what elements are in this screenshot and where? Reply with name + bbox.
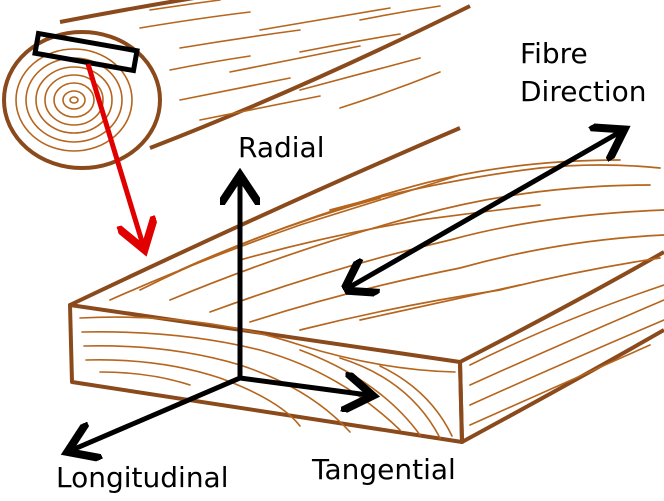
fibre-label-line1: Fibre <box>520 37 588 70</box>
log-illustration <box>2 0 471 170</box>
board-front-bottom-edge <box>461 328 664 444</box>
axis-system <box>72 132 620 450</box>
tangential-label: Tangential <box>312 453 456 486</box>
board-corner-edge <box>458 361 464 443</box>
longitudinal-axis-arrow <box>72 375 243 450</box>
fibre-label-line2: Direction <box>520 75 647 108</box>
cut-section-rect <box>32 30 140 74</box>
fibre-direction-arrow <box>348 132 620 288</box>
log-growth-rings <box>15 48 133 152</box>
log-bark-strokes <box>139 0 441 121</box>
longitudinal-label: Longitudinal <box>56 461 229 494</box>
log-top-edge <box>59 0 195 24</box>
log-bottom-edge <box>149 4 471 150</box>
tangential-axis-arrow <box>237 378 368 395</box>
cut-arrow <box>85 63 143 245</box>
board-front-top-edge <box>459 250 664 364</box>
board-end-grain <box>79 316 456 439</box>
board-side-grain <box>469 284 664 426</box>
radial-label: Radial <box>238 131 325 164</box>
